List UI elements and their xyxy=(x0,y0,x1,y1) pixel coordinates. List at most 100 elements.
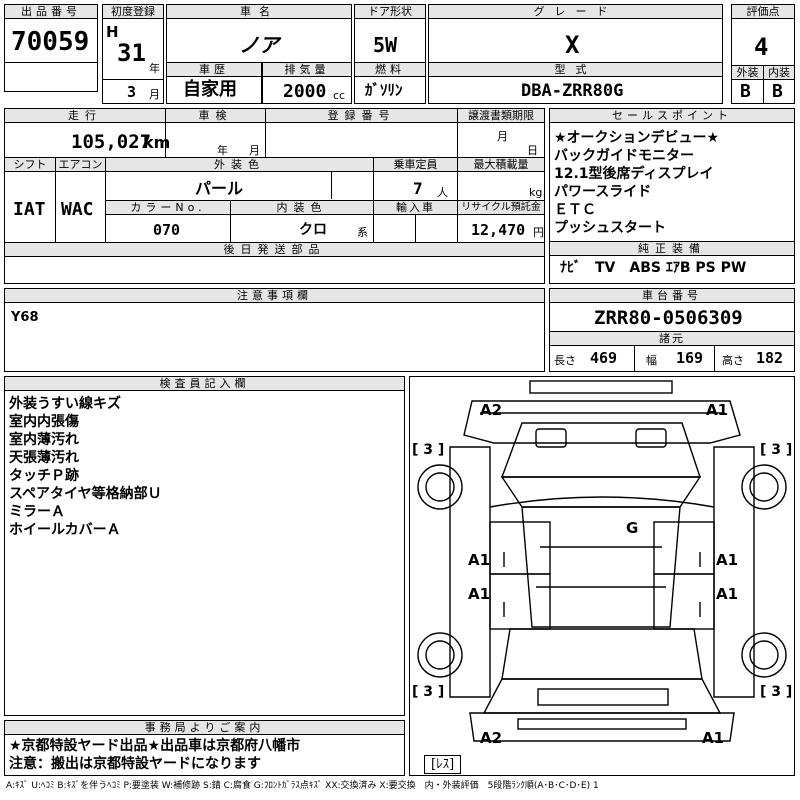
sales-line: プッシュスタート xyxy=(554,220,666,236)
capacity-unit: 人 xyxy=(437,186,448,199)
mark-tr: [ 3 ] xyxy=(760,442,793,458)
name-label: 車名 xyxy=(167,5,351,19)
inspector-line: スペアタイヤ等格納部Ｕ xyxy=(9,486,162,502)
grade-box: グレード X xyxy=(428,4,723,64)
notes-label: 注意事項欄 xyxy=(5,289,544,303)
fuel-label: 燃料 xyxy=(355,63,425,77)
chassis-number: ZRR80-0506309 xyxy=(594,307,743,329)
mark-br: [ 3 ] xyxy=(760,684,793,700)
equip-label: 純正装備 xyxy=(550,241,794,256)
divider xyxy=(732,65,794,66)
color-no-label: カラーNo. xyxy=(106,201,230,215)
sales-line: 12.1型後席ディスプレイ xyxy=(554,166,714,182)
notes-box: 注意事項欄 Y68 xyxy=(4,288,545,372)
inspection-label: 車検 xyxy=(165,109,265,123)
inspector-line: ホイールカバーＡ xyxy=(9,522,121,538)
mileage-label: 走行 xyxy=(5,109,165,123)
divider xyxy=(230,201,231,242)
mark-a1-l2: A1 xyxy=(468,585,491,603)
inspector-line: 室内薄汚れ xyxy=(9,432,79,448)
mileage-unit: km xyxy=(143,133,171,152)
recycle-fee: 12,470 xyxy=(471,221,526,239)
mark-res: [ﾚｽ] xyxy=(424,755,462,774)
office-line: 注意：搬出は京都特設ヤードになります xyxy=(9,756,261,772)
height-label: 高さ xyxy=(722,354,744,367)
inspector-line: タッチＰ跡 xyxy=(9,468,79,484)
later-parts-label: 後日発送部品 xyxy=(5,243,544,257)
mark-a2-top: A2 xyxy=(480,401,503,419)
model-label: 型式 xyxy=(429,63,722,77)
legend: A:ｷｽﾞ U:ﾍｺﾐ B:ｷｽﾞを伴うﾍｺﾐ P:要塗装 W:補修跡 S:錆 … xyxy=(6,781,599,791)
divider xyxy=(457,109,458,157)
ext-grade: B xyxy=(740,81,751,102)
shift-label: シフト xyxy=(5,158,55,172)
era: H xyxy=(106,23,119,41)
width: 169 xyxy=(676,349,704,367)
row2-box: 走行 車検 登録番号 譲渡書類期限 105,027 km 年 月 月 日 シフト… xyxy=(4,108,545,284)
length-label: 長さ xyxy=(554,354,576,367)
divider xyxy=(105,200,544,201)
exterior-label: 外装色 xyxy=(105,158,373,172)
deadline-month-unit: 月 xyxy=(497,130,508,143)
lot-number: 70059 xyxy=(11,27,90,57)
sales-line: ★オークションデビュー★ xyxy=(554,130,720,146)
sales-label: セールスポイント xyxy=(550,109,794,123)
divider xyxy=(165,109,166,157)
color-no: 070 xyxy=(153,221,181,239)
reg-month: 3 xyxy=(127,83,137,101)
divider xyxy=(5,242,544,243)
load-unit: kg xyxy=(529,186,543,199)
mark-a1-r1: A1 xyxy=(716,551,739,569)
regno-label: 登録番号 xyxy=(265,109,457,123)
notes: Y68 xyxy=(11,310,39,325)
shift: IAT xyxy=(13,199,46,220)
ac: WAC xyxy=(61,199,94,220)
divider xyxy=(634,345,635,371)
sales-line: ＥＴＣ xyxy=(554,202,596,218)
capacity-label: 乗車定員 xyxy=(373,158,457,172)
fuel-box: 燃料 ｶﾞｿﾘﾝ xyxy=(354,62,426,104)
height: 182 xyxy=(756,349,784,367)
reg-year: 31 xyxy=(117,39,146,67)
int-grade: B xyxy=(772,81,783,102)
inspector-line: 室内内張傷 xyxy=(9,414,79,430)
score: 4 xyxy=(754,33,769,61)
sales-box: セールスポイント ★オークションデビュー★ バックガイドモニター 12.1型後席… xyxy=(549,108,795,284)
interior-label: 内装色 xyxy=(230,201,373,215)
import-label: 輸入車 xyxy=(374,201,457,215)
fuel: ｶﾞｿﾘﾝ xyxy=(365,81,403,99)
divider xyxy=(5,157,544,158)
divider xyxy=(5,62,97,63)
history: 自家用 xyxy=(183,79,237,100)
year-unit: 年 xyxy=(149,62,160,75)
chassis-label: 車台番号 xyxy=(550,289,794,303)
inspector-line: 外装うすい線キズ xyxy=(9,396,121,412)
lot-box: 出品番号 70059 xyxy=(4,4,98,92)
office-label: 事務局よりご案内 xyxy=(5,721,404,735)
equipment: ﾅﾋﾞ TV ABS ｴｱB PS PW xyxy=(560,260,747,276)
mark-a1-bot: A1 xyxy=(702,729,725,747)
door-type: 5W xyxy=(373,33,398,57)
inspector-box: 検査員記入欄 外装うすい線キズ 室内内張傷 室内薄汚れ 天張薄汚れ タッチＰ跡 … xyxy=(4,376,405,716)
damage-diagram: A2 A1 [ 3 ] [ 3 ] G A1 A1 A1 A1 [ 3 ] [ … xyxy=(409,376,795,776)
grade-label: グレード xyxy=(429,5,722,19)
car-diagram xyxy=(417,380,787,742)
displacement: 2000 xyxy=(283,81,327,102)
mark-g: G xyxy=(626,519,639,537)
disp-label: 排気量 xyxy=(263,63,351,77)
disp-box: 排気量 2000 cc xyxy=(262,62,352,104)
model: DBA-ZRR80G xyxy=(521,81,624,101)
inspector-label: 検査員記入欄 xyxy=(5,377,404,391)
office-line: ★京都特設ヤード出品★出品車は京都府八幡市 xyxy=(9,738,301,754)
mark-bl: [ 3 ] xyxy=(412,684,445,700)
sales-line: バックガイドモニター xyxy=(554,148,694,164)
inspector-line: ミラーＡ xyxy=(9,504,65,520)
divider xyxy=(331,171,332,199)
divider xyxy=(763,66,764,104)
chassis-box: 車台番号 ZRR80-0506309 諸元 長さ 469 幅 169 高さ 18… xyxy=(549,288,795,372)
mark-a1-l1: A1 xyxy=(468,551,491,569)
inspector-line: 天張薄汚れ xyxy=(9,450,79,466)
reg-box: 初度登録 H 31 年 3 月 xyxy=(102,4,164,104)
divider xyxy=(103,79,163,80)
model-box: 型式 DBA-ZRR80G xyxy=(428,62,723,104)
